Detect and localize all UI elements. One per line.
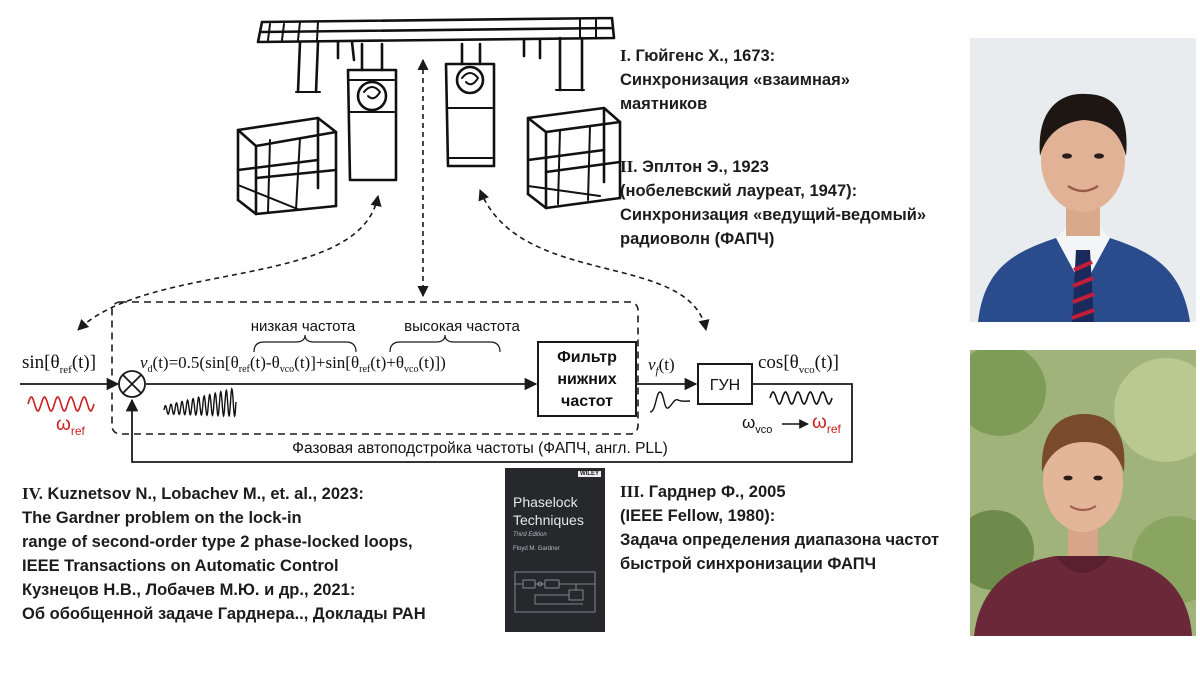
- vco-output-label: cos[θvco(t)]: [758, 352, 839, 376]
- book-cover-phaselock-techniques: WILEY Phaselock Techniques Third Edition…: [505, 468, 605, 632]
- filtered-signal-wave: [649, 391, 691, 413]
- ref-numeral: I.: [620, 46, 631, 65]
- reference-kuznetsov-2021: Кузнецов Н.В., Лобачев М.Ю. и др., 2021:…: [22, 581, 426, 623]
- multiplier-icon: [118, 370, 146, 398]
- vco-label: ГУН: [710, 377, 740, 394]
- coupling-arrows: [77, 58, 710, 332]
- huygens-pendulum-sketch: [236, 16, 622, 216]
- reference-kuznetsov-2023: IV. Kuznetsov N., Lobachev M., et. al., …: [22, 484, 413, 575]
- low-pass-filter-block: [537, 341, 637, 417]
- vco-block: [697, 363, 753, 405]
- signal-path: [20, 377, 853, 463]
- svg-text:vd(t)=0.5(sin[θref(t)-θvco(t)]: vd(t)=0.5(sin[θref(t)-θvco(t)]+sin[θref(…: [140, 353, 446, 375]
- vco-output-wave: [769, 391, 833, 405]
- reference-appleton: II. Эплтон Э., 1923 (нобелевский лауреат…: [620, 157, 927, 248]
- pll-caption: Фазовая автоподстройка частоты (ФАПЧ, ан…: [292, 440, 668, 457]
- filter-label-line-2: нижних: [557, 371, 616, 388]
- ref-numeral: II.: [620, 157, 638, 176]
- vf-label: vf(t): [648, 355, 675, 377]
- frequency-braces: [253, 334, 501, 353]
- low-frequency-label: низкая частота: [251, 318, 356, 335]
- book-title-line-2: Techniques: [513, 512, 584, 528]
- input-signal-label: sin[θref(t)]: [22, 352, 96, 376]
- reference-huygens: I. Гюйгенс Х., 1673: Синхронизация «взаи…: [620, 46, 850, 113]
- book-title-line-1: Phaselock: [513, 494, 578, 510]
- omega-target-label: ωref: [812, 412, 842, 436]
- reference-gardner: III. Гарднер Ф., 2005 (IEEE Fellow, 1980…: [620, 482, 940, 573]
- portrait-photo-2: [970, 350, 1196, 636]
- filter-label-line-1: Фильтр: [557, 349, 617, 366]
- portrait-photo-1: [970, 38, 1196, 322]
- ref-numeral: IV.: [22, 484, 43, 503]
- vd-expression: vd(t)=0.5(sin[θref(t)-θvco(t)]+sin[θref(…: [140, 353, 446, 375]
- mixed-signal-wave: [163, 386, 237, 418]
- book-cover-circuit: [514, 571, 596, 613]
- phase-detector-boundary: [111, 301, 639, 435]
- filter-label-line-3: частот: [561, 393, 613, 410]
- high-frequency-label: высокая частота: [404, 318, 520, 335]
- book-author: Floyd M. Gardner: [513, 546, 560, 552]
- reference-wave: [27, 396, 95, 412]
- omega-vco-label: ωvco: [742, 413, 772, 436]
- omega-ref-label: ωref: [56, 414, 86, 438]
- publisher-logo: WILEY: [578, 471, 601, 477]
- book-edition: Third Edition: [513, 532, 547, 538]
- ref-numeral: III.: [620, 482, 645, 501]
